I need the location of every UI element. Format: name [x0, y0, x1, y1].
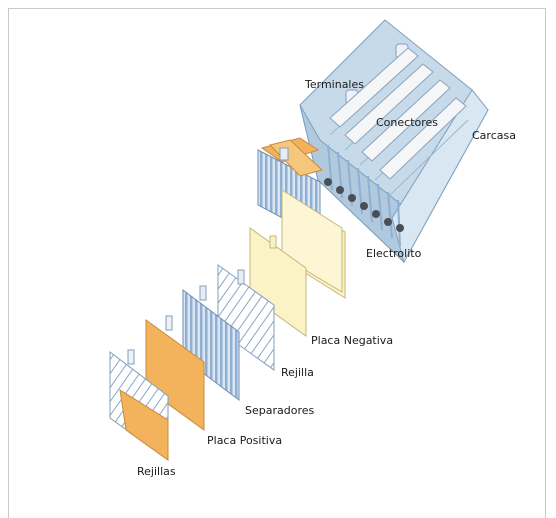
electrolyte-cells-icon: [324, 178, 404, 232]
label-separadores: Separadores: [245, 404, 315, 417]
separators: [182, 285, 240, 401]
label-rejilla: Rejilla: [281, 366, 314, 379]
positive-plate: [145, 315, 205, 431]
grids-pair: [109, 349, 169, 461]
label-placa-negativa: Placa Negativa: [311, 334, 394, 347]
label-carcasa: Carcasa: [472, 129, 516, 142]
battery-casing: [299, 19, 489, 264]
cell-element-block: [257, 137, 346, 299]
single-grid: [217, 264, 275, 371]
connector-straps-icon: [329, 47, 467, 180]
label-rejillas: Rejillas: [137, 465, 176, 478]
figure-frame: [8, 8, 546, 518]
label-placa-positiva: Placa Positiva: [207, 434, 283, 447]
label-conectores: Conectores: [376, 116, 439, 129]
negative-plate: [249, 227, 307, 337]
label-electrolito: Electrolito: [366, 247, 422, 260]
label-terminales: Terminales: [305, 78, 364, 91]
